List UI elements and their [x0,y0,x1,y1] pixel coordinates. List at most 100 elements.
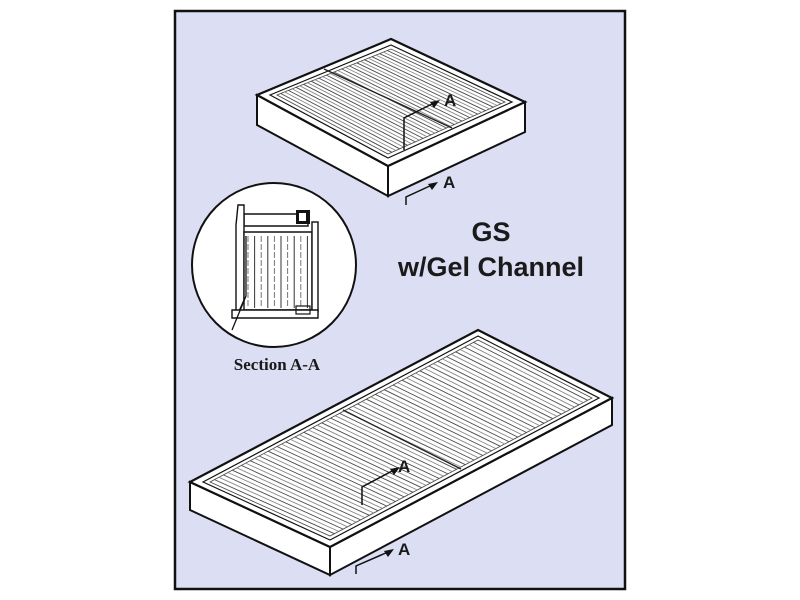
lower-pleat-line [267,450,387,507]
lower-pleat-line [334,415,453,473]
upper-pleat-line [341,68,455,125]
lower-pleat-line [339,412,457,470]
lower-pleat-line [281,443,401,500]
upper-pleat-line [326,74,439,132]
lower-pleat-line [375,393,492,452]
upper-pleat-line [303,83,416,143]
lower-pleat-line [276,446,396,502]
lower-pleat-line [433,363,549,422]
lower-pleat-line [442,358,558,417]
lower-pleat-line [455,351,571,410]
lower-filter-media-edge [209,339,593,537]
lower-pleat-line [459,349,575,408]
lower-pleat-line [241,464,361,521]
upper-arrow-head-bottom [428,182,438,190]
lower-pleat-line [317,424,435,482]
upper-pleat-line [284,91,397,151]
lower-pleat-line [370,396,488,454]
lower-pleat-line [437,360,553,420]
gel-channel-inner [299,213,306,221]
lower-filter-section-arrow-bottom [355,551,389,574]
upper-pleat-line [364,59,478,115]
lower-pleat-line [361,401,479,459]
lower-pleat-line [214,479,335,535]
section-left-wall [235,204,245,319]
lower-pleat-line [384,389,501,447]
lower-pleat-line [290,438,409,496]
lower-marker-bottom: A [398,540,410,559]
title-line-1: GS [471,217,510,247]
upper-marker-bottom: A [443,173,455,192]
upper-pleat-line [379,53,494,108]
upper-pleat-line [368,57,482,113]
upper-filter-center-divider [323,68,453,129]
section-bottom-clip [295,305,311,315]
lower-pleat-line [258,455,379,512]
lower-pleat-line [450,353,567,413]
lower-filter-center-divider [342,409,462,470]
upper-filter-top-face [254,37,528,168]
upper-filter-pleats [280,50,502,153]
lower-pleat-line [272,448,392,505]
lower-pleat-line [223,474,344,530]
lower-marker-top: A [398,457,410,476]
lower-arrow-head-top [390,467,400,475]
upper-pleat-line [387,50,502,105]
lower-pleat-line [379,391,497,450]
diagram-panel-border [173,9,627,591]
section-left-lip [231,236,247,331]
upper-filter-inner-frame [268,44,514,159]
lower-pleat-line [366,398,483,456]
upper-arrow-head-top [430,100,440,108]
lower-pleat-line [294,436,414,493]
upper-pleat-line [280,93,393,153]
upper-marker-top: A [444,91,456,110]
upper-pleat-line [371,56,486,112]
lower-pleat-line [397,382,514,440]
lower-pleat-line [312,427,431,484]
upper-filter: A A [254,37,528,205]
upper-pleat-line [314,79,428,138]
upper-pleat-line [356,62,471,119]
upper-pleat-line [295,86,408,146]
lower-pleat-line [330,417,449,475]
lower-pleat-line [446,356,562,415]
lower-filter-pleats [214,341,588,535]
lower-pleat-line [236,467,357,523]
upper-pleat-line [345,66,459,124]
upper-pleat-line [337,70,451,127]
lower-pleat-line [392,384,510,443]
upper-pleat-line [375,54,490,110]
lower-pleat-line [424,367,540,427]
lower-pleat-line [348,408,466,466]
upper-pleat-line [349,65,463,122]
upper-filter-section-arrow-top [403,102,435,150]
upper-filter-section-arrow-bottom [405,184,433,205]
lower-pleat-line [303,431,422,489]
lower-pleat-line [410,375,527,433]
lower-filter-section-arrow-top [361,469,395,505]
lower-pleat-line [464,346,580,406]
lower-pleat-line [325,420,444,477]
lower-arrow-head-bottom [384,549,394,557]
lower-pleat-line [406,377,523,436]
lower-pleat-line [232,469,352,525]
title-line-2: w/Gel Channel [397,252,584,282]
upper-pleat-line [318,77,432,136]
lower-pleat-line [473,341,588,401]
lower-pleat-line [388,386,505,445]
lower-pleat-line [468,344,584,404]
lower-pleat-line [245,462,366,519]
lower-pleat-line [428,365,545,424]
upper-pleat-line [352,63,467,120]
lower-pleat-line [419,370,536,429]
lower-pleat-line [299,434,418,491]
lower-filter-inner-frame [201,335,601,541]
lower-pleat-line [308,429,427,486]
section-media-pleats [247,236,308,308]
upper-pleat-line [288,90,400,150]
lower-pleat-line [352,405,470,463]
upper-pleat-line [299,85,412,144]
lower-pleat-line [254,457,374,514]
